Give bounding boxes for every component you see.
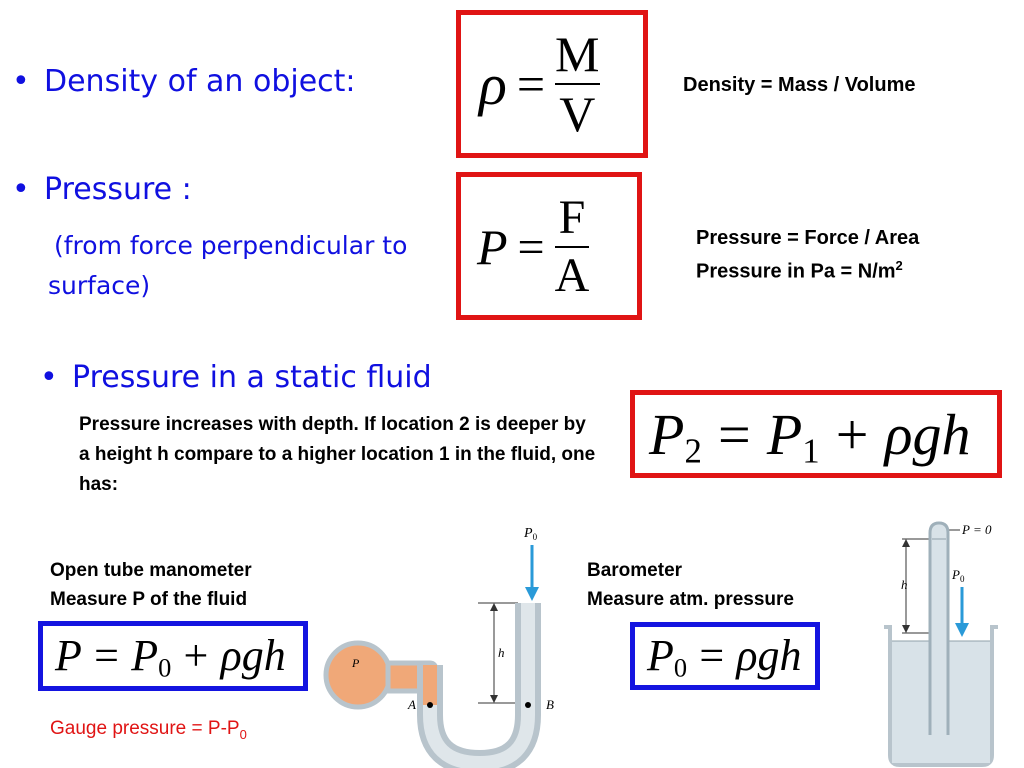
barometer-diagram: P = 0 h P0 — [884, 521, 998, 767]
pressure-bulb — [323, 640, 393, 710]
density-label: Density of an object: — [44, 64, 356, 99]
density-bullet: • Density of an object: — [12, 64, 356, 99]
pressure-bullet: • Pressure : — [12, 172, 192, 207]
manometer-equation-box: P = P0 + ρgh — [38, 621, 308, 691]
static-fluid-text: Pressure increases with depth. If locati… — [79, 414, 596, 495]
manometer-subtitle: Measure P of the fluid — [50, 589, 248, 610]
h-arrow-down — [490, 695, 498, 703]
plus-sign: + — [183, 631, 209, 680]
pressure-equation: P = F A — [477, 191, 590, 303]
equals-sign: = — [717, 402, 751, 467]
rho-symbol: ρ — [479, 51, 507, 117]
force-symbol: F — [558, 191, 586, 244]
static-equation-box: P2 = P1 + ρgh — [630, 390, 1002, 478]
point-b — [525, 702, 531, 708]
h-label: h — [901, 577, 908, 592]
equals-sign: = — [699, 631, 725, 680]
manometer-diagram: P0 h P A B — [323, 526, 554, 768]
area-symbol: A — [554, 249, 590, 302]
h-arrow-down — [902, 625, 910, 633]
manometer-equation: P = P0 + ρgh — [55, 626, 286, 698]
p0-label: P0 — [951, 567, 965, 584]
p1-symbol: P1 — [766, 402, 820, 471]
barometer-caption: Barometer Measure atm. pressure — [587, 556, 794, 614]
gauge-prefix: Gauge pressure = P-P — [50, 718, 240, 739]
density-definition: Density = Mass / Volume — [683, 74, 916, 96]
volume-symbol: V — [559, 86, 596, 142]
pressure-label: Pressure : — [44, 172, 192, 207]
p2-symbol: P2 — [649, 402, 702, 471]
pressure-unit-text: Pressure in Pa = N/m2 — [696, 252, 919, 286]
barometer-equation: P0 = ρgh — [647, 627, 802, 697]
bullet-glyph: • — [40, 360, 58, 395]
pressure-formula-text: Pressure = Force / Area — [696, 227, 920, 249]
h-label: h — [498, 645, 505, 660]
pressure-unit-exponent: 2 — [895, 258, 903, 273]
barometer-equation-box: P0 = ρgh — [630, 622, 820, 690]
pressure-fraction: F A — [554, 191, 590, 302]
h-arrow-up — [902, 539, 910, 547]
bullet-glyph: • — [12, 64, 30, 99]
equals-sign: = — [517, 220, 545, 274]
density-equation: ρ = M V — [479, 29, 600, 139]
p-symbol: P — [55, 631, 82, 680]
p0-arrow-head — [525, 587, 539, 601]
equals-sign: = — [94, 631, 119, 680]
fraction-bar — [554, 246, 590, 248]
p0-arrow-head — [955, 623, 969, 637]
static-fluid-bullet: • Pressure in a static fluid — [40, 360, 432, 395]
pressure-unit-prefix: Pressure in Pa = N/m — [696, 260, 896, 283]
point-b-label: B — [546, 697, 554, 712]
manometer-caption: Open tube manometer Measure P of the flu… — [50, 556, 252, 614]
p0-symbol: P0 — [131, 631, 172, 683]
static-fluid-label: Pressure in a static fluid — [72, 360, 432, 395]
fraction-bar — [555, 83, 600, 85]
pressure-equation-box: P = F A — [456, 172, 642, 320]
point-a-label: A — [407, 697, 416, 712]
mercury-dish — [888, 627, 994, 767]
point-a — [427, 702, 433, 708]
gauge-pressure-text: Gauge pressure = P-P0 — [50, 718, 247, 742]
rho-g-h: ρgh — [884, 402, 971, 467]
pressure-note: (from force perpendicular to surface) — [48, 231, 408, 300]
equals-sign: = — [516, 56, 546, 112]
h-arrow-up — [490, 603, 498, 611]
tube-fluid-orange — [423, 665, 437, 705]
u-tube-fluid — [423, 603, 535, 768]
p-zero-label: P = 0 — [961, 522, 992, 537]
bulb-p-label: P — [351, 656, 360, 670]
rho-g-h: ρgh — [220, 631, 286, 680]
bullet-glyph: • — [12, 172, 30, 207]
p0-symbol: P0 — [647, 631, 688, 683]
density-fraction: M V — [555, 26, 600, 142]
u-tube — [417, 603, 541, 768]
pressure-definition: Pressure = Force / Area Pressure in Pa =… — [696, 224, 919, 286]
mass-symbol: M — [555, 26, 600, 82]
p0-label: P0 — [523, 526, 538, 542]
barometer-subtitle: Measure atm. pressure — [587, 589, 794, 610]
static-equation: P2 = P1 + ρgh — [649, 397, 970, 490]
density-equation-box: ρ = M V — [456, 10, 648, 158]
gauge-subscript: 0 — [239, 726, 247, 742]
barometer-tube — [928, 521, 950, 735]
rho-g-h: ρgh — [736, 631, 802, 680]
pressure-symbol: P — [477, 219, 508, 275]
barometer-title: Barometer — [587, 560, 683, 581]
manometer-title: Open tube manometer — [50, 560, 252, 581]
plus-sign: + — [835, 402, 869, 467]
